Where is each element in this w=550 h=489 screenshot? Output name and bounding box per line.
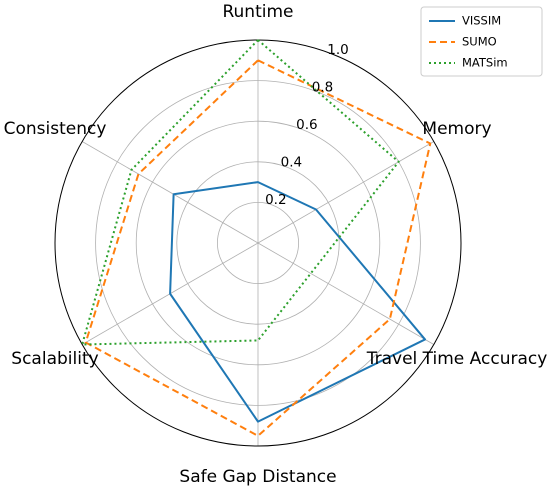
legend-label-vissim: VISSIM bbox=[462, 14, 501, 28]
series-sumo-line bbox=[84, 59, 432, 437]
rtick-label-2: 0.6 bbox=[296, 117, 317, 133]
legend-box bbox=[420, 6, 543, 77]
rtick-label-4: 1.0 bbox=[327, 42, 348, 58]
grid-spoke-1 bbox=[257, 141, 435, 244]
grid-spoke-2 bbox=[257, 242, 435, 345]
series-matsim-line bbox=[81, 39, 400, 346]
axis-label-2: Travel Time Accuracy bbox=[366, 349, 548, 369]
axis-label-3: Safe Gap Distance bbox=[179, 467, 336, 487]
radar-series bbox=[81, 39, 432, 437]
axis-label-4: Scalability bbox=[11, 349, 98, 369]
rtick-label-3: 0.8 bbox=[312, 79, 333, 95]
axis-label-0: Runtime bbox=[222, 2, 293, 22]
rtick-label-1: 0.4 bbox=[281, 154, 302, 170]
legend: VISSIM SUMO MATSim bbox=[420, 6, 543, 77]
grid-spoke-5 bbox=[81, 141, 259, 244]
series-vissim-line bbox=[169, 181, 427, 423]
legend-label-sumo: SUMO bbox=[462, 35, 497, 49]
rtick-label-0: 0.2 bbox=[265, 192, 286, 208]
legend-label-matsim: MATSim bbox=[462, 56, 508, 70]
axis-label-1: Memory bbox=[422, 119, 491, 139]
axis-label-5: Consistency bbox=[4, 119, 107, 139]
